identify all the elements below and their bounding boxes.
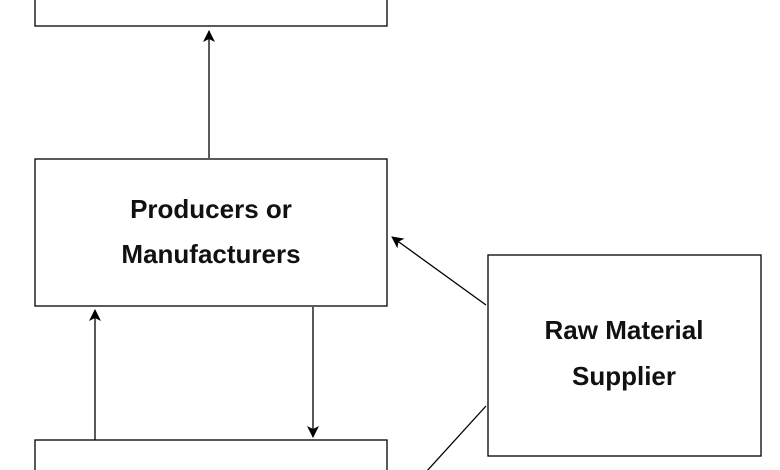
line-raw-material-to-bottom	[426, 405, 487, 470]
node-producers-label-line-1: Producers or	[130, 194, 292, 224]
node-raw-material-label-line-2: Supplier	[572, 361, 676, 391]
node-bottom-box	[34, 439, 388, 470]
node-raw-material-box	[487, 254, 762, 457]
node-raw-material: Raw Material Supplier	[487, 254, 762, 457]
node-raw-material-label-line-1: Raw Material	[545, 315, 704, 345]
node-producers-label-line-2: Manufacturers	[121, 239, 300, 269]
node-top	[34, 0, 388, 27]
node-top-box	[34, 0, 388, 27]
arrow-raw-material-to-producers	[391, 236, 487, 306]
node-bottom	[34, 439, 388, 470]
node-producers-box	[34, 158, 388, 307]
node-producers: Producers or Manufacturers	[34, 158, 388, 307]
